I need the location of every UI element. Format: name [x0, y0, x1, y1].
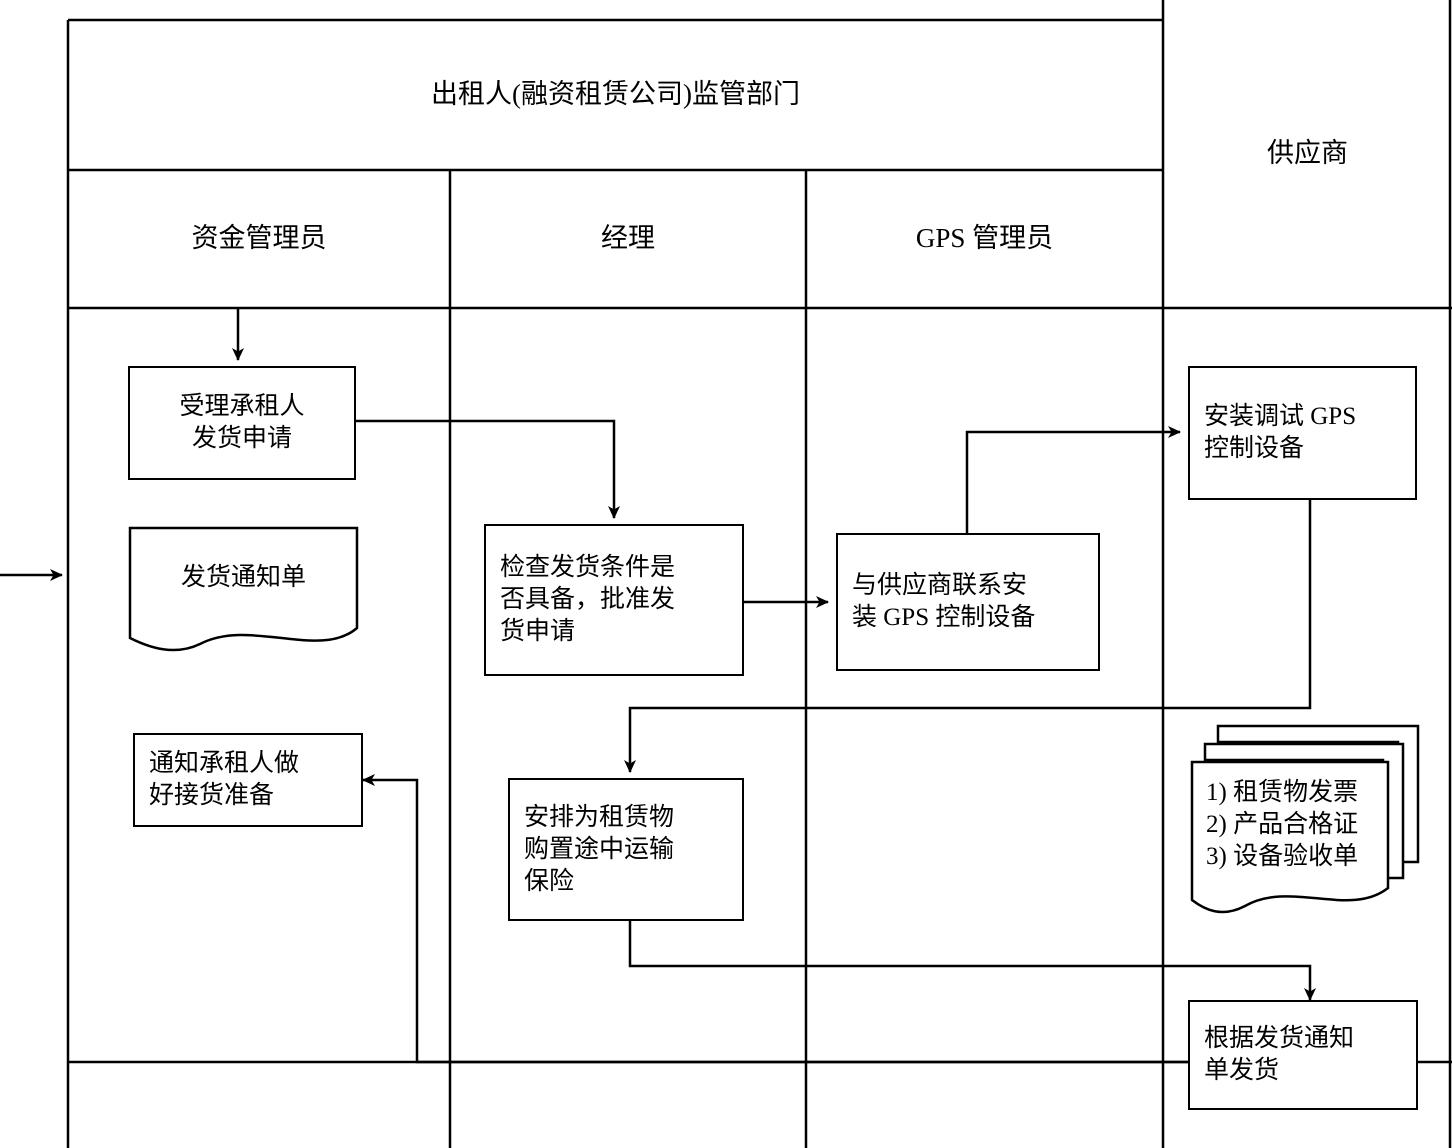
connector-ship-to-notify: [362, 774, 1188, 1064]
node-arrange-insurance[interactable]: 安排为租赁物 购置途中运输 保险: [508, 778, 744, 921]
lane-title-funds: 资金管理员: [191, 223, 327, 254]
document-stack-shape: [1190, 724, 1420, 914]
lane-title-supplier: 供应商: [1267, 138, 1348, 169]
connector-accept-to-check: [355, 419, 620, 519]
connector-insurance-to-ship: [628, 921, 1316, 1001]
lane-title-manager: 经理: [601, 223, 655, 254]
node-delivery-notice[interactable]: 发货通知单: [180, 564, 306, 591]
connector-contact-to-install: [965, 426, 1181, 533]
lane-title-gps: GPS 管理员: [915, 223, 1054, 254]
node-check-conditions[interactable]: 检查发货条件是 否具备，批准发 货申请: [484, 524, 744, 676]
node-document-stack[interactable]: 1) 租赁物发票 2) 产品合格证 3) 设备验收单: [1206, 779, 1359, 870]
header-department-title: 出租人(融资租赁公司)监管部门: [431, 79, 800, 110]
node-ship-goods[interactable]: 根据发货通知 单发货: [1188, 1000, 1418, 1110]
node-notify-lessee[interactable]: 通知承租人做 好接货准备: [133, 733, 363, 827]
connector-install-to-insurance: [624, 500, 1312, 773]
node-install-gps[interactable]: 安装调试 GPS 控制设备: [1188, 366, 1417, 500]
delivery-notice-shape: [128, 526, 359, 652]
node-contact-supplier[interactable]: 与供应商联系安 装 GPS 控制设备: [836, 533, 1100, 671]
node-accept-application[interactable]: 受理承租人 发货申请: [128, 366, 356, 480]
connectors: [0, 308, 1316, 1064]
